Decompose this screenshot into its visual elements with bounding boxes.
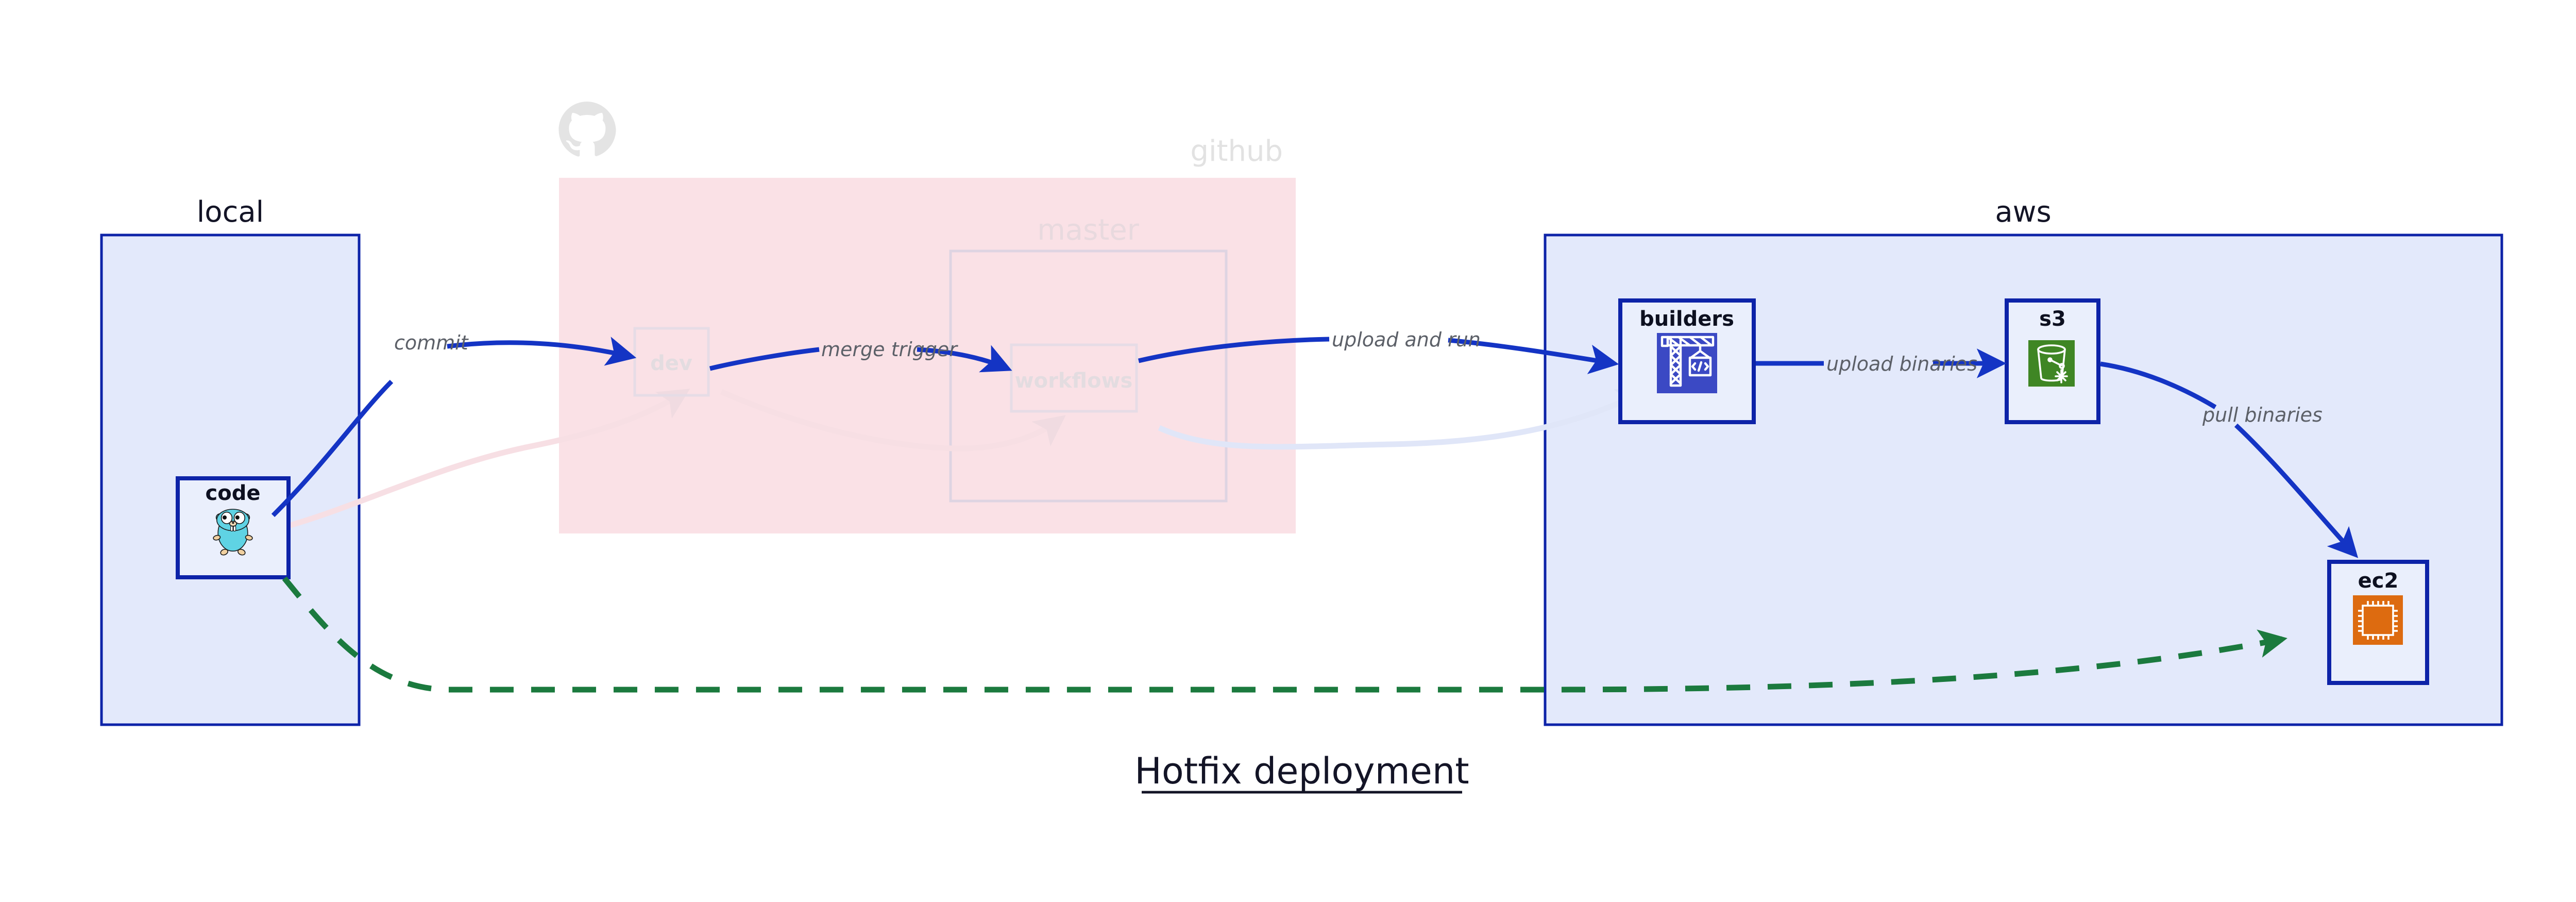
edge-label-commit: commit: [394, 331, 469, 354]
node-workflows-box[interactable]: [1010, 343, 1138, 413]
crane-code-icon: [1657, 333, 1717, 393]
node-workflows[interactable]: workflows: [1010, 343, 1138, 413]
edge-code-ec2-dashed: [282, 576, 2287, 693]
faded-edge-workflows-builders: [1158, 389, 1649, 450]
node-dev-label: dev: [650, 352, 692, 375]
node-code-label: code: [206, 481, 261, 505]
edge-label-upload-binaries: upload binaries: [1826, 353, 1977, 375]
node-workflows-label: workflows: [1015, 369, 1133, 393]
node-s3-label: s3: [2039, 307, 2066, 331]
node-ec2[interactable]: ec2: [2327, 560, 2429, 685]
group-aws-label: aws: [1995, 195, 2051, 229]
edge-label-upload-and-run: upload and run: [1332, 328, 1481, 351]
node-code[interactable]: code: [176, 476, 291, 579]
group-local-label: local: [197, 195, 264, 229]
edge-label-merge-trigger: merge trigger: [821, 338, 958, 361]
edge-layer: commit merge trigger upload and run uplo…: [271, 328, 2359, 693]
node-dev[interactable]: dev: [633, 327, 710, 397]
edge-dev-workflows-seg1: [709, 347, 820, 371]
faded-edge-layer: [287, 389, 1649, 529]
diagram-title-text: Hotfix deployment: [1134, 750, 1469, 792]
cpu-chip-icon: [2353, 595, 2403, 645]
edge-workflows-builders-seg2: [1448, 338, 1619, 374]
edge-s3-ec2-seg1: [2100, 361, 2217, 409]
faded-edge-dev-workflows: [720, 389, 1066, 452]
node-builders[interactable]: builders: [1618, 298, 1756, 424]
edge-s3-ec2-seg2: [2234, 423, 2359, 558]
edge-label-pull-binaries: pull binaries: [2202, 404, 2323, 426]
diagram-title: Hotfix deployment: [1134, 750, 1469, 794]
node-s3[interactable]: s3: [2005, 298, 2100, 424]
node-builders-label: builders: [1639, 307, 1734, 331]
group-github-label: github: [1190, 135, 1283, 168]
edge-dev-workflows-seg2: [917, 345, 1012, 373]
edge-code-dev-seg2: [447, 337, 637, 366]
github-logo-icon: [558, 102, 616, 157]
node-ec2-label: ec2: [2358, 569, 2399, 593]
edge-workflows-builders-seg1: [1138, 337, 1330, 363]
subgroup-master-box: [949, 249, 1228, 503]
s3-bucket-icon: [2028, 340, 2075, 387]
edge-code-dev-seg1: [271, 379, 394, 517]
faded-edge-code-dev: [287, 389, 690, 529]
node-builders-box[interactable]: [1618, 298, 1756, 424]
go-gopher-icon: [213, 509, 253, 556]
group-github: github master: [558, 102, 1296, 533]
group-local: local: [100, 195, 361, 726]
subgroup-master-label: master: [1037, 213, 1139, 247]
